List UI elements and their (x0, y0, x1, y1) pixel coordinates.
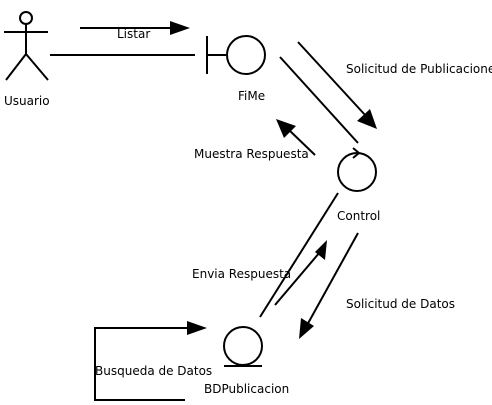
entity-bdpublicacion-label: BDPublicacion (204, 382, 290, 396)
message-arrow-solicitud-datos (299, 232, 359, 339)
message-label-solicitud-publicaciones: Solicitud de Publicaciones (346, 62, 492, 76)
message-arrow-busqueda-datos (187, 321, 207, 335)
message-label-listar: Listar (117, 27, 151, 41)
actor-usuario-label: Usuario (4, 94, 50, 108)
message-label-solicitud-datos: Solicitud de Datos (346, 297, 456, 311)
actor-usuario-icon (4, 11, 49, 81)
association-control-entity (259, 192, 339, 318)
message-label-muestra-respuesta: Muestra Respuesta (194, 147, 309, 161)
message-arrow-muestra-respuesta (276, 119, 316, 156)
boundary-fime-label: FiMe (238, 89, 266, 103)
message-arrow-solicitud-publicaciones (297, 41, 377, 129)
association-fime-control (279, 56, 359, 144)
message-label-envia-respuesta: Envia Respuesta (192, 267, 292, 281)
message-label-busqueda-datos: Busqueda de Datos (95, 364, 213, 378)
entity-bdpublicacion-icon (223, 326, 263, 367)
self-loop-busqueda-line (94, 327, 190, 401)
message-arrow-envia-respuesta (274, 240, 327, 306)
message-arrow-listar (80, 21, 190, 35)
boundary-fime-icon (206, 35, 266, 75)
control-icon (337, 147, 377, 192)
control-label: Control (337, 209, 381, 223)
